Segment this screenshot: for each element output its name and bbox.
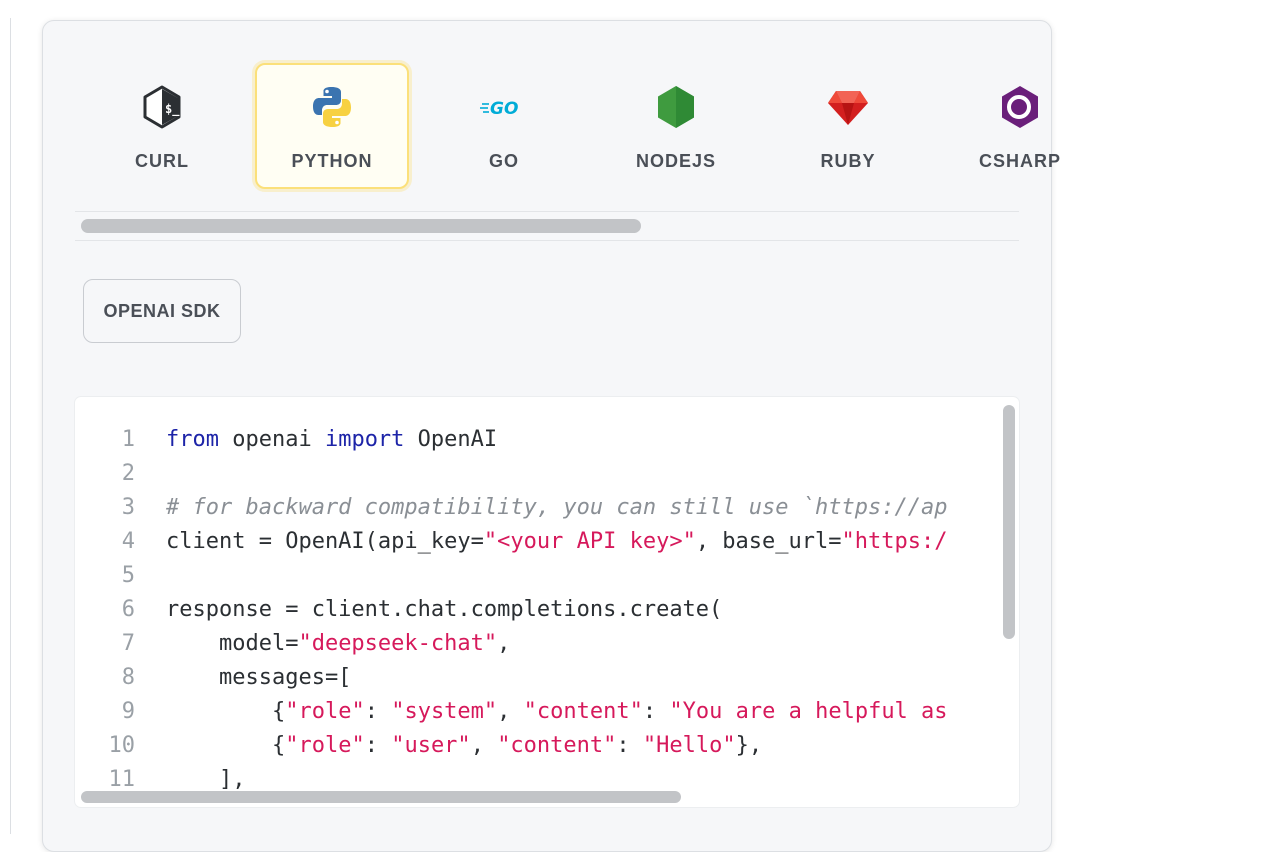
- nodejs-hexagon-icon: [652, 83, 700, 131]
- code-token: "<your API key>": [483, 529, 696, 554]
- code-line: 4 client = OpenAI(api_key="<your API key>…: [75, 525, 995, 559]
- python-icon: [308, 83, 356, 131]
- code-text: client = OpenAI(api_key="<your API key>"…: [166, 525, 947, 559]
- code-token: "You are a helpful as: [669, 699, 948, 724]
- code-token: "content": [523, 699, 643, 724]
- code-line: 3 # for backward compatibility, you can s…: [75, 491, 995, 525]
- line-number: 10: [108, 733, 136, 758]
- code-token: messages=[: [166, 665, 352, 690]
- code-token: "system": [391, 699, 498, 724]
- line-number: 5: [121, 563, 135, 588]
- language-tab-strip: $_ CURL PYTHON: [75, 61, 1275, 211]
- code-text: from openai import OpenAI: [166, 423, 497, 457]
- code-token: ],: [166, 767, 246, 792]
- page-left-rule: [10, 18, 11, 834]
- code-token: },: [735, 733, 763, 758]
- code-text: {"role": "system", "content": "You are a…: [166, 695, 948, 729]
- code-token: ,: [470, 733, 498, 758]
- tab-go-label: GO: [488, 151, 519, 171]
- code-token: :: [364, 699, 392, 724]
- code-token: "Hello": [642, 733, 736, 758]
- code-token: {: [166, 699, 286, 724]
- code-text: ],: [166, 763, 246, 797]
- tab-ruby-label: RUBY: [820, 151, 876, 171]
- code-token: "https:/: [841, 529, 948, 554]
- code-token: :: [616, 733, 643, 758]
- code-example-card: $_ CURL PYTHON: [42, 20, 1060, 852]
- code-token: "content": [497, 733, 617, 758]
- tab-nodejs[interactable]: NODEJS: [599, 63, 753, 189]
- bash-terminal-icon: $_: [138, 83, 186, 131]
- code-token: client = OpenAI(api_key=: [166, 529, 484, 554]
- go-gopher-icon: GO: [480, 83, 528, 131]
- line-number: 2: [121, 461, 135, 486]
- code-text: response = client.chat.completions.creat…: [166, 593, 722, 627]
- code-vertical-scrollbar[interactable]: [1003, 405, 1015, 639]
- svg-text:GO: GO: [490, 99, 518, 119]
- code-text: messages=[: [166, 661, 351, 695]
- code-line: 8 messages=[: [75, 661, 995, 695]
- tab-csharp-label: CSHARP: [978, 151, 1061, 171]
- code-token: ,: [497, 631, 511, 656]
- tab-strip-scroll-thumb[interactable]: [81, 219, 641, 233]
- tab-python[interactable]: PYTHON: [255, 63, 409, 189]
- openai-sdk-button[interactable]: OPENAI SDK: [83, 279, 241, 343]
- line-number: 6: [121, 597, 135, 622]
- tab-ruby[interactable]: RUBY: [771, 63, 925, 189]
- tab-go[interactable]: GO GO: [427, 63, 581, 189]
- line-number: 8: [121, 665, 135, 690]
- svg-text:$_: $_: [165, 102, 180, 117]
- line-number: 9: [121, 699, 135, 724]
- tab-curl[interactable]: $_ CURL: [85, 63, 239, 189]
- line-number: 11: [108, 767, 136, 792]
- code-line: 7 model="deepseek-chat",: [75, 627, 995, 661]
- ruby-gem-icon: [824, 83, 872, 131]
- code-horizontal-scrollbar[interactable]: [81, 791, 681, 803]
- code-line: 5: [75, 559, 995, 593]
- code-token: ,: [497, 699, 524, 724]
- tab-nodejs-label: NODEJS: [635, 151, 717, 171]
- code-token: import: [324, 427, 405, 452]
- code-line: 1 from openai import OpenAI: [75, 423, 995, 457]
- code-token: , base_url=: [695, 529, 842, 554]
- line-number: 7: [121, 631, 135, 656]
- code-line: 10 {"role": "user", "content": "Hello"},: [75, 729, 995, 763]
- language-tab-viewport: $_ CURL PYTHON: [75, 61, 1060, 211]
- code-token: :: [642, 699, 670, 724]
- tab-strip-scrollbar[interactable]: [75, 211, 1019, 241]
- code-line: 11 ],: [75, 763, 995, 797]
- csharp-icon: [996, 83, 1044, 131]
- code-text: model="deepseek-chat",: [166, 627, 510, 661]
- code-token: response = client.chat.completions.creat…: [166, 597, 723, 622]
- code-token: openai: [218, 427, 325, 452]
- code-token: "deepseek-chat": [298, 631, 498, 656]
- code-token: "user": [391, 733, 471, 758]
- tab-curl-label: CURL: [135, 151, 189, 171]
- tab-csharp[interactable]: CSHARP: [943, 63, 1097, 189]
- code-text: {"role": "user", "content": "Hello"},: [166, 729, 762, 763]
- code-line: 9 {"role": "system", "content": "You are…: [75, 695, 995, 729]
- code-token: :: [364, 733, 392, 758]
- code-token: {: [166, 733, 286, 758]
- tab-python-label: PYTHON: [291, 151, 373, 171]
- code-token: from: [166, 427, 219, 452]
- line-number: 3: [121, 495, 135, 520]
- code-block: 1 from openai import OpenAI 2 3 # for backwa…: [75, 397, 1019, 807]
- code-line: 6 response = client.chat.completions.crea…: [75, 593, 995, 627]
- line-number: 1: [121, 427, 135, 452]
- code-token: "role": [285, 699, 365, 724]
- code-lines: 1 from openai import OpenAI 2 3 # for backwa…: [75, 423, 995, 792]
- code-text: # for backward compatibility, you can st…: [166, 491, 947, 525]
- code-line: 2: [75, 457, 995, 491]
- code-token: OpenAI: [404, 427, 498, 452]
- code-token: "role": [285, 733, 365, 758]
- line-number: 4: [121, 529, 135, 554]
- code-token: # for backward compatibility, you can st…: [166, 495, 948, 520]
- code-token: model=: [166, 631, 299, 656]
